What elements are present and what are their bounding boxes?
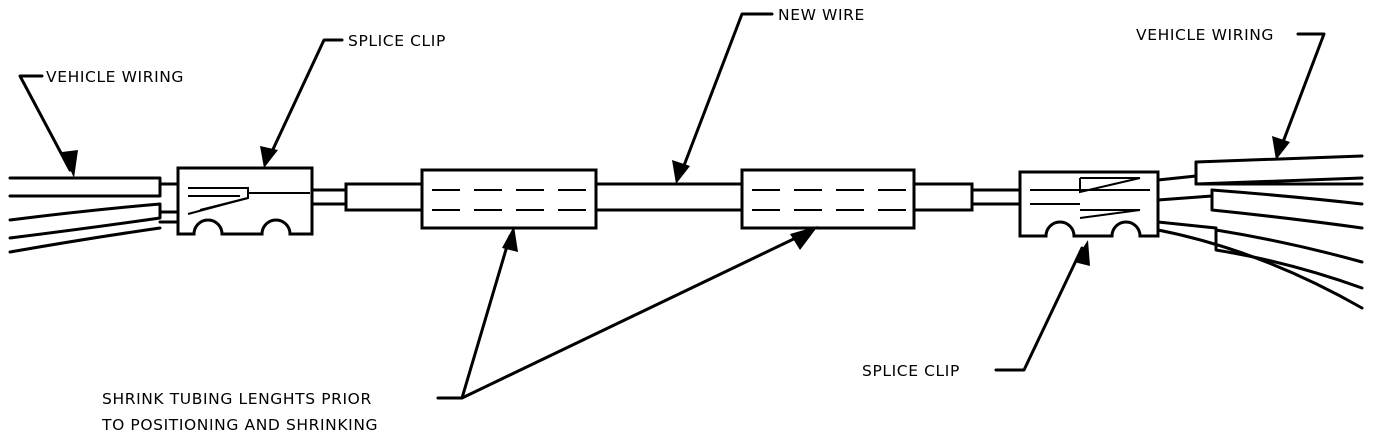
right-splice-clip	[1018, 170, 1160, 238]
label-splice-clip-top: SPLICE CLIP	[348, 32, 446, 50]
arrowhead	[1272, 136, 1290, 160]
left-connecting-wire	[310, 182, 424, 212]
label-vehicle-wiring-right: VEHICLE WIRING	[1136, 26, 1274, 44]
new-wire	[594, 182, 744, 212]
label-splice-clip-bottom: SPLICE CLIP	[862, 362, 960, 380]
arrowhead	[1074, 240, 1090, 266]
leader-lines	[18, 12, 1326, 400]
arrowhead	[62, 150, 78, 178]
arrowhead	[502, 226, 518, 252]
right-vehicle-wiring	[1156, 154, 1364, 310]
label-shrink-tubing-line2: TO POSITIONING AND SHRINKING	[101, 416, 378, 434]
arrowhead	[790, 226, 818, 250]
arrowhead	[260, 146, 278, 168]
label-vehicle-wiring-left: VEHICLE WIRING	[46, 68, 184, 86]
left-splice-clip	[176, 166, 314, 236]
shrink-tube-left	[420, 168, 598, 230]
shrink-tube-right	[740, 168, 916, 230]
label-new-wire: NEW WIRE	[778, 6, 865, 24]
label-shrink-tubing-line1: SHRINK TUBING LENGHTS PRIOR	[102, 390, 372, 408]
left-vehicle-wiring	[8, 176, 180, 254]
right-connecting-wire	[912, 182, 1022, 212]
arrowhead	[672, 160, 690, 184]
